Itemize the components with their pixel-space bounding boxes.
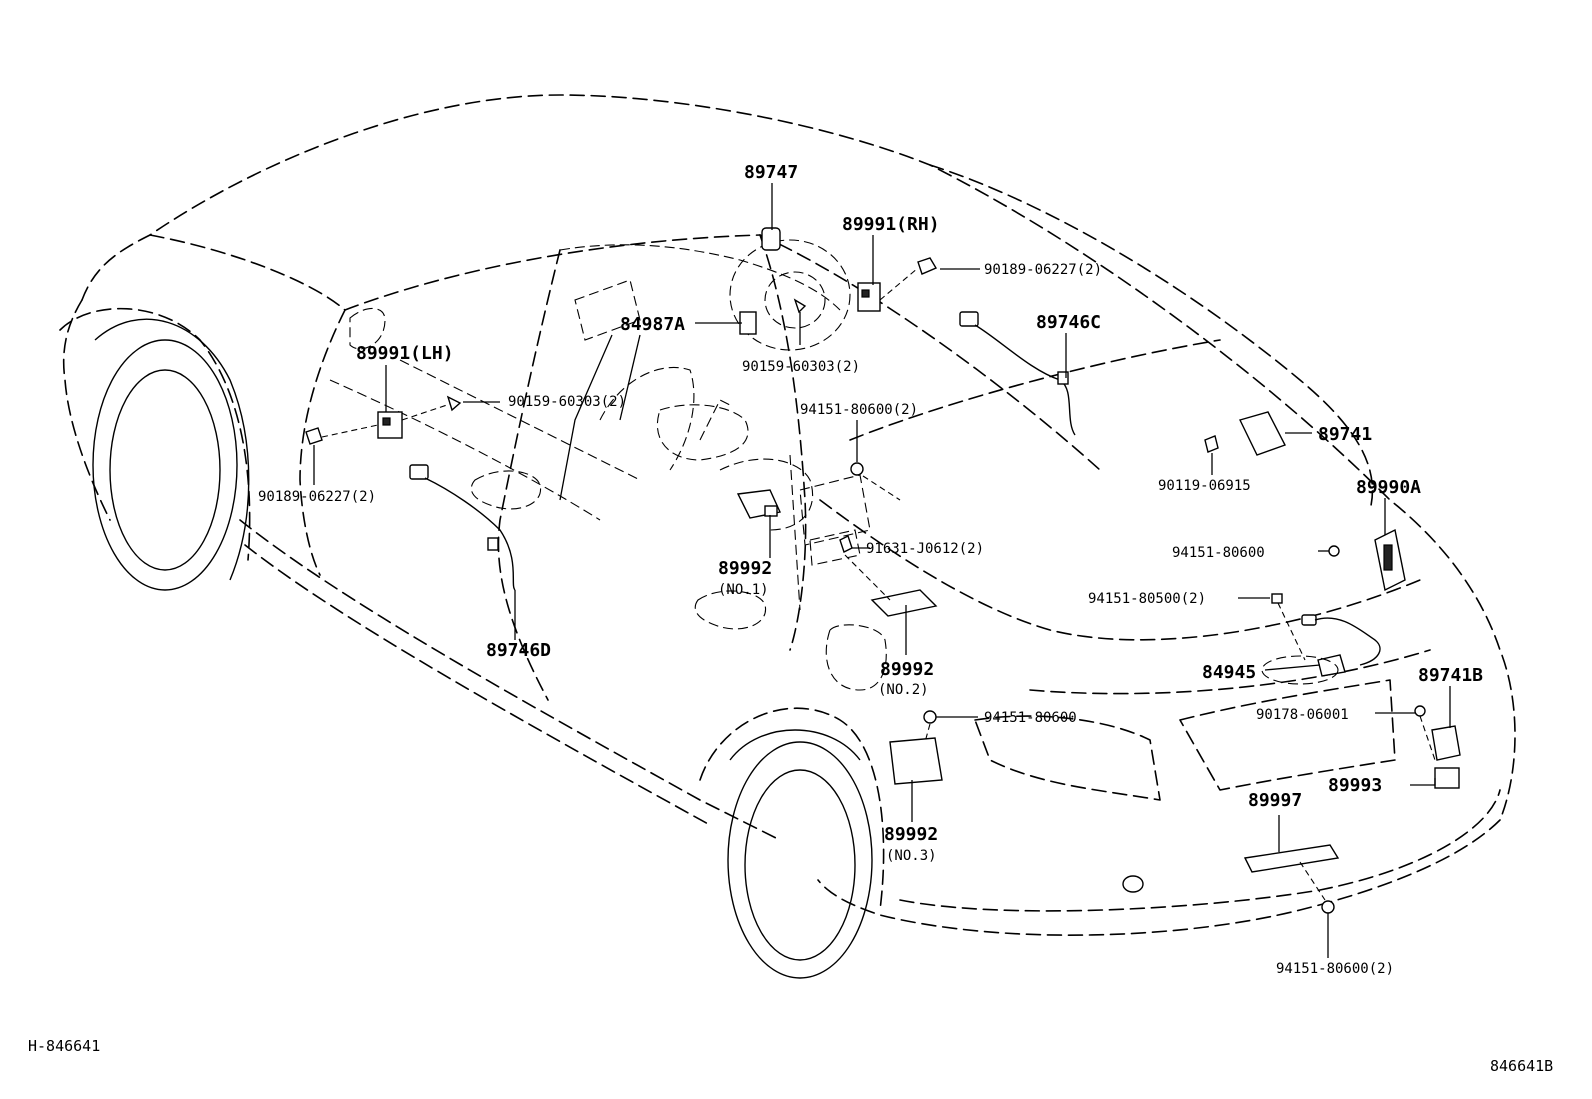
- label-84987a: 84987A: [620, 314, 685, 335]
- part-91631-bolt: [839, 535, 853, 553]
- part-94151-nut-bottom: [1321, 900, 1335, 914]
- part-90189-clip-left: [305, 427, 323, 445]
- part-89997-handle: [1243, 844, 1340, 873]
- front-wheel: [92, 318, 250, 591]
- footer-right-code: 846641B: [1490, 1057, 1553, 1075]
- label-89747: 89747: [744, 162, 798, 183]
- part-84987a-switch: [739, 311, 757, 335]
- part-labels: 89747 89991(RH) 90189-06227(2) 84987A 89…: [258, 162, 1483, 977]
- label-89992-no1-note: (NO.1): [718, 582, 769, 598]
- leader-lines: [313, 183, 1451, 958]
- label-89992-no3: 89992: [884, 824, 938, 845]
- label-89992-no1: 89992: [718, 558, 772, 579]
- part-89993-module: [1434, 767, 1460, 789]
- label-89990a: 89990A: [1356, 477, 1421, 498]
- label-94151-80600-right: 94151-80600: [1172, 545, 1265, 561]
- part-90178-nut: [1414, 705, 1426, 717]
- part-89992-no1-bracket: [736, 489, 782, 519]
- part-94151-nut-right: [1328, 545, 1340, 557]
- interior-outline: [329, 239, 871, 630]
- label-90119-06915: 90119-06915: [1158, 478, 1251, 494]
- part-89747-sensor: [761, 227, 781, 251]
- label-90159-60303-right: 90159-60303(2): [742, 359, 860, 375]
- label-94151-80600-2-top: 94151-80600(2): [800, 402, 918, 418]
- label-89741b: 89741B: [1418, 665, 1483, 686]
- part-90189-clip-top: [917, 257, 938, 275]
- part-89992-no3-module: [889, 737, 943, 785]
- label-90189-06227-top: 90189-06227(2): [984, 262, 1102, 278]
- label-91631-j0612: 91631-J0612(2): [866, 541, 984, 557]
- part-89746d-harness: [409, 464, 516, 591]
- part-90159-screw-left: [446, 395, 462, 412]
- part-89746c-harness: [959, 311, 1076, 436]
- part-89741b-module: [1431, 725, 1461, 761]
- part-94151-80500-nut: [1271, 593, 1283, 604]
- label-89992-no2: 89992: [880, 659, 934, 680]
- label-89992-no3-note: (NO.3): [886, 848, 937, 864]
- label-90159-60303-left: 90159-60303(2): [508, 394, 626, 410]
- emblem: [1261, 655, 1339, 685]
- label-90189-06227-left: 90189-06227(2): [258, 489, 376, 505]
- part-94151-nut-top: [850, 462, 864, 476]
- label-89993: 89993: [1328, 775, 1382, 796]
- label-89746c: 89746C: [1036, 312, 1101, 333]
- label-89991-rh: 89991(RH): [842, 214, 940, 235]
- label-89991-lh: 89991(LH): [356, 343, 454, 364]
- part-94151-nut-mid: [923, 710, 937, 724]
- part-90119-screw: [1204, 435, 1219, 453]
- reflector: [1122, 875, 1144, 893]
- label-94151-80600-2-bottom: 94151-80600(2): [1276, 961, 1394, 977]
- label-90178-06001: 90178-06001: [1256, 707, 1349, 723]
- label-94151-80600-mid: 94151-80600: [984, 710, 1077, 726]
- part-89992-no2-module: [870, 589, 938, 617]
- part-89991-lh-antenna: [377, 411, 403, 439]
- part-90159-screw-right: [793, 298, 807, 314]
- rear-wheel: [727, 729, 873, 979]
- label-89746d: 89746D: [486, 640, 551, 661]
- footer-left-code: H-846641: [28, 1037, 100, 1055]
- part-89990a-buzzer: [1374, 528, 1406, 592]
- label-94151-80500: 94151-80500(2): [1088, 591, 1206, 607]
- label-84945: 84945: [1202, 662, 1256, 683]
- part-89991-rh-antenna: [857, 282, 881, 312]
- label-89997: 89997: [1248, 790, 1302, 811]
- label-89992-no2-note: (NO.2): [878, 682, 929, 698]
- part-89741-module: [1239, 411, 1286, 456]
- label-89741: 89741: [1318, 424, 1372, 445]
- car-body-outline: [59, 94, 1516, 936]
